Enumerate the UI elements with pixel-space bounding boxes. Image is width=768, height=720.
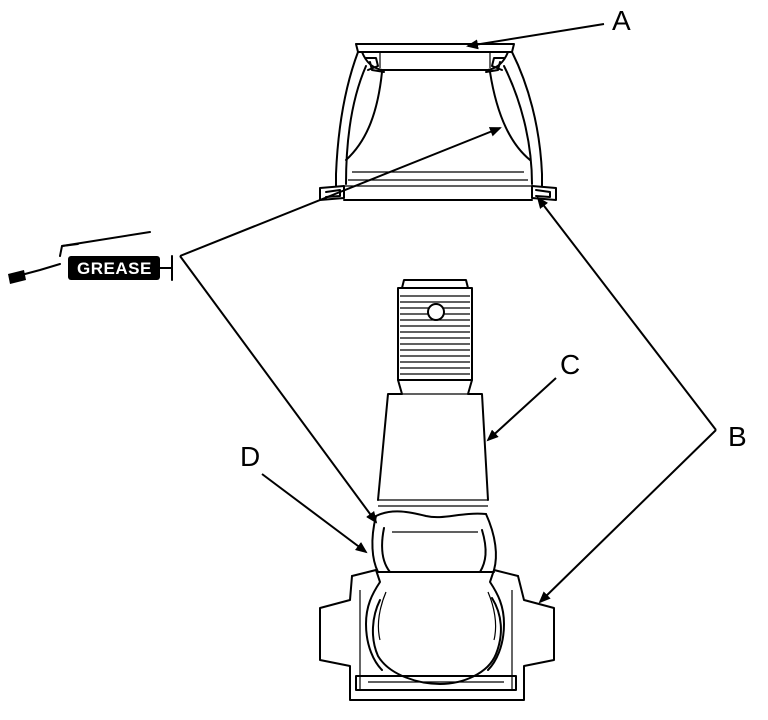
callout-c: C	[560, 349, 580, 380]
dust-boot	[319, 43, 557, 201]
stud-threads	[400, 295, 470, 375]
callout-a: A	[612, 5, 631, 36]
leader-b-boot	[536, 196, 717, 431]
leader-a	[466, 23, 605, 50]
ball-joint	[319, 279, 555, 701]
leader-grease-boot	[179, 127, 502, 257]
leader-c	[486, 377, 557, 442]
grease-label: GREASE	[77, 259, 152, 278]
leader-d	[261, 473, 368, 554]
leader-grease-joint	[179, 255, 378, 524]
leader-b-joint	[538, 429, 717, 604]
grease-gun-icon: GREASE	[8, 231, 173, 284]
leader-lines	[179, 23, 717, 604]
callout-b: B	[728, 421, 747, 452]
callout-d: D	[240, 441, 260, 472]
cotter-pin-hole	[427, 303, 445, 321]
